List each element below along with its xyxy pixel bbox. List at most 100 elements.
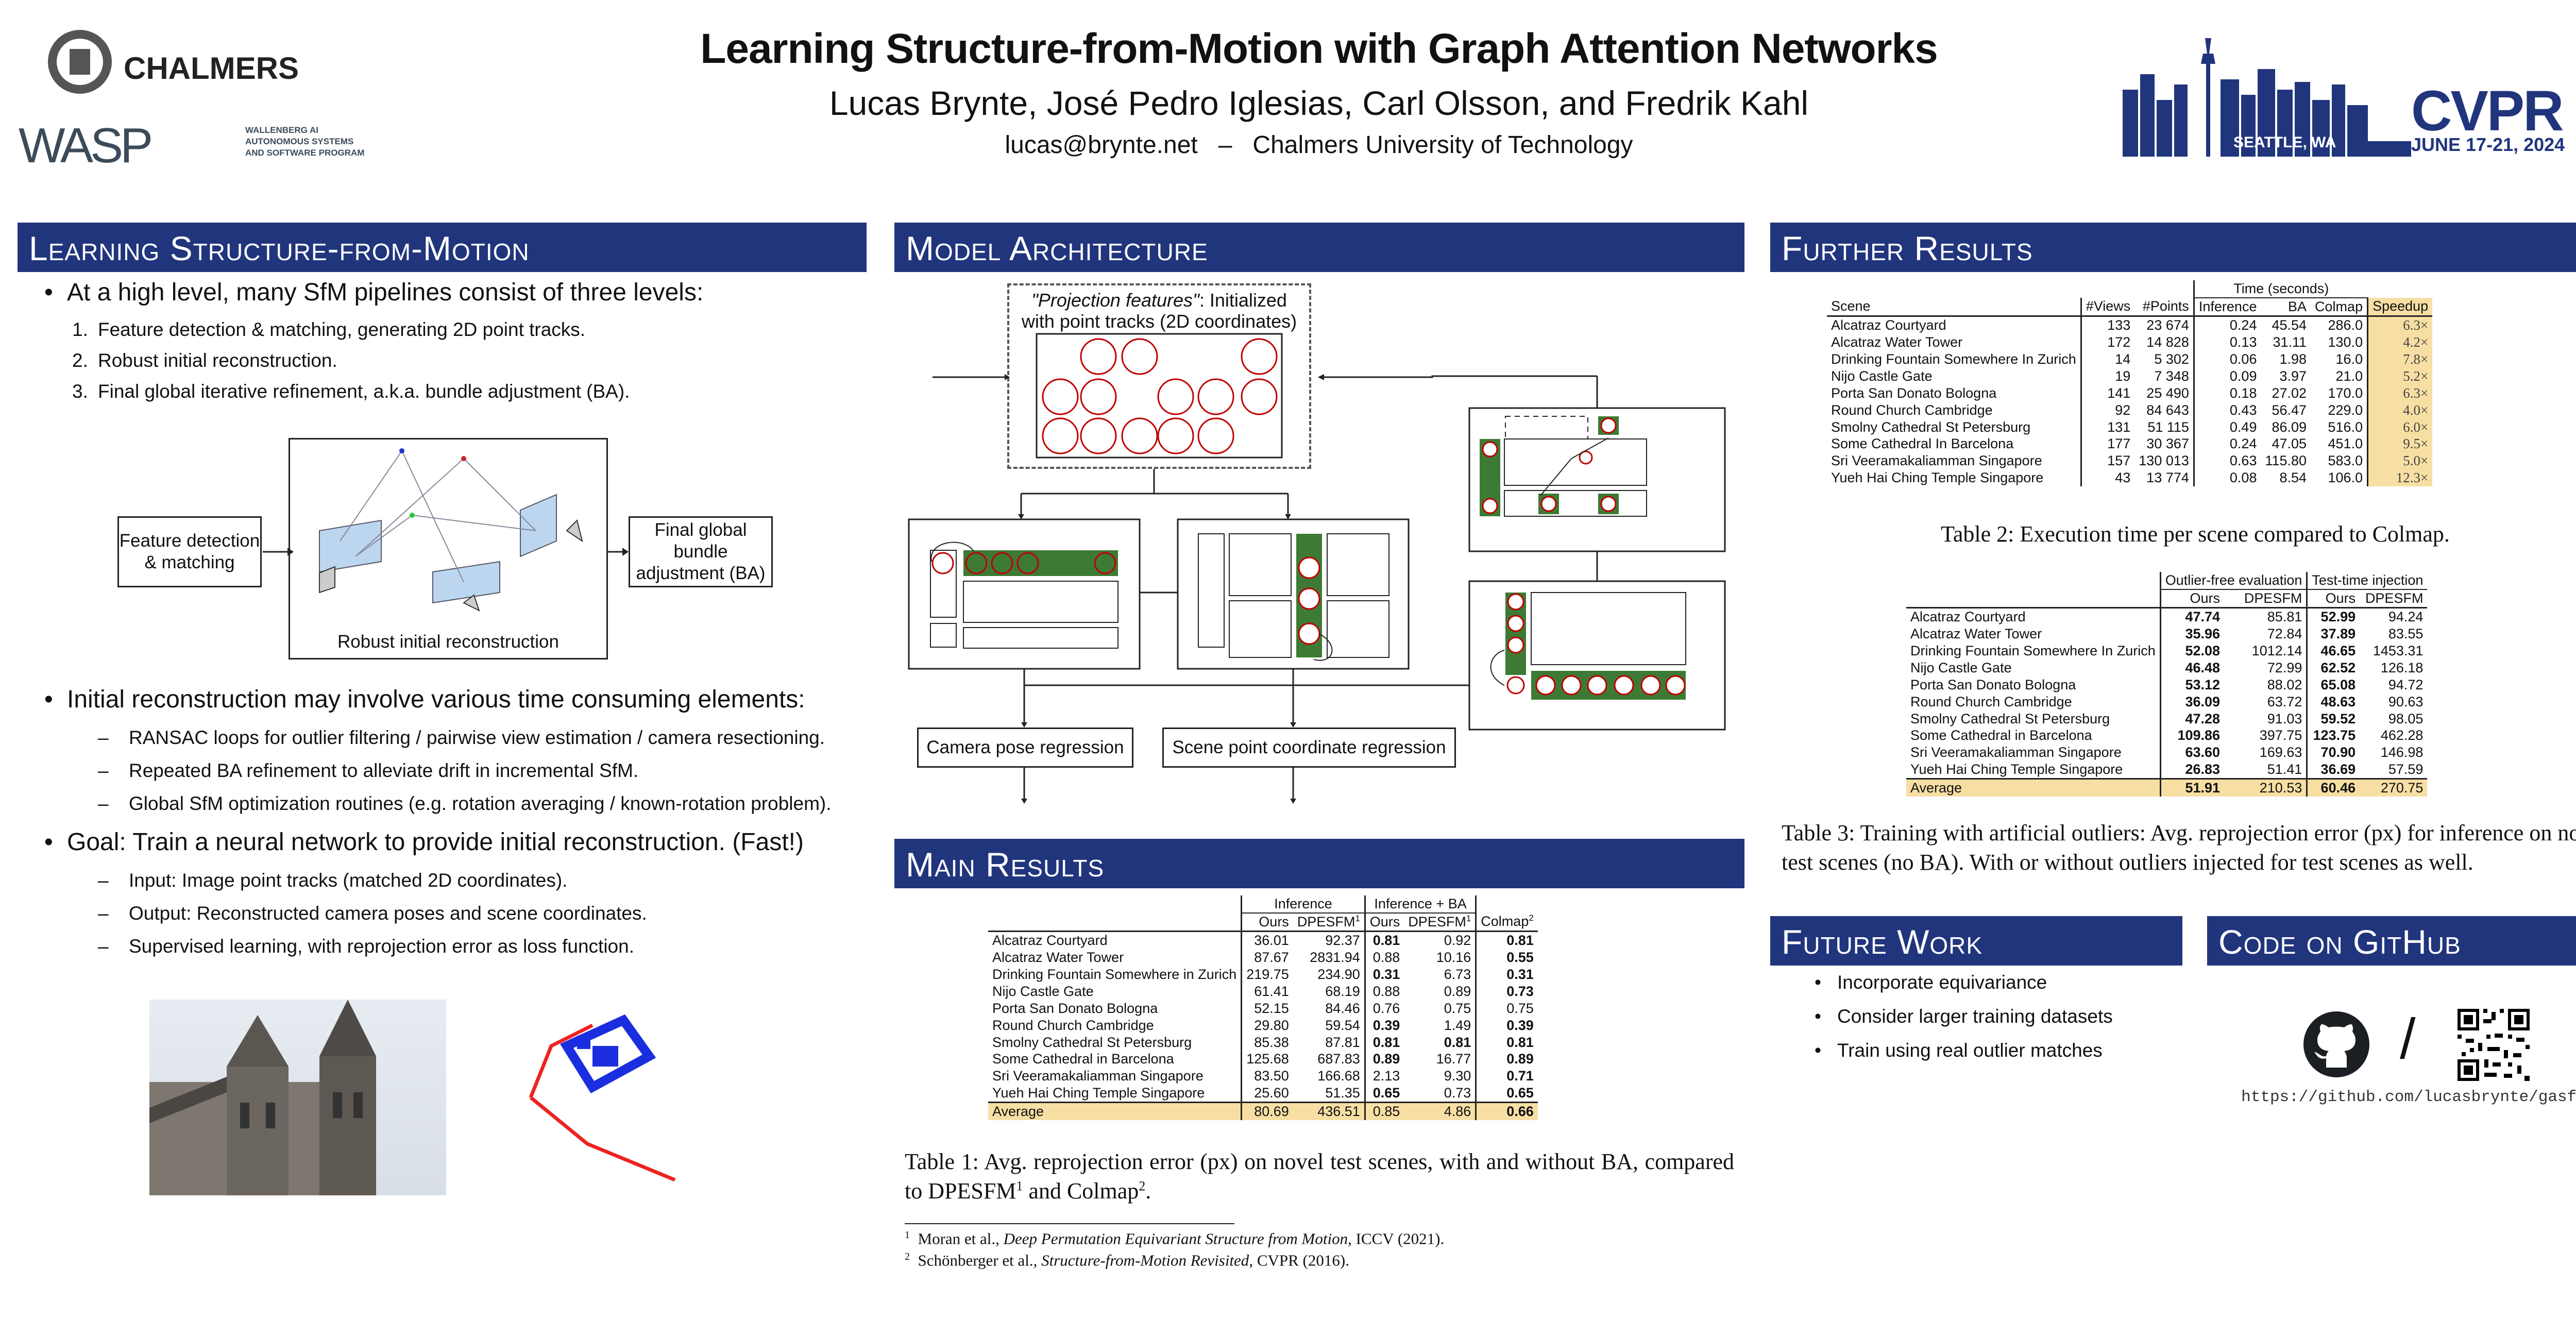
t2-cell: 0.63 [2193,452,2261,470]
t1-cell: 6.73 [1444,966,1471,982]
t2-cell: 583.0 [2328,453,2363,469]
t3-cell: 46.48 [2159,659,2225,677]
t2-cell: 7 348 [2154,368,2189,384]
t1-cell: 125.68 [1241,1051,1293,1068]
t2-col-points: #Points [2142,298,2189,314]
t1-cell: 59.54 [1325,1017,1360,1033]
t2-cell: 25 490 [2146,385,2189,401]
t2-cell: 43 [2080,469,2135,487]
wasp-sub-3: AND SOFTWARE PROGRAM [245,148,365,158]
t3-cell: 36.69 [2306,761,2360,779]
t2-col-scene: Scene [1831,298,1871,314]
t1-scene: Some Cathedral in Barcelona [992,1051,1174,1067]
projection-features-box [1007,283,1311,469]
attention-network-diagram-icon [908,333,1726,804]
t2-cell: 0.43 [2193,401,2261,419]
t3-cell: 397.75 [2259,728,2302,743]
t2-col-inference: Inference [2193,297,2261,316]
t1-cell: 0.89 [1364,1051,1404,1068]
wasp-logo-text: WASP [19,118,153,173]
t3-cell: 462.28 [2380,728,2424,743]
t1-col-dpesfm-ba: DPESFM1 [1404,912,1476,932]
t1-cell: 92.37 [1293,930,1365,949]
t1-cell: 68.19 [1325,983,1360,999]
t1-scene: Yueh Hai Ching Temple Singapore [992,1085,1205,1101]
t3-cell: 94.24 [2360,606,2428,625]
t2-cell: 451.0 [2328,436,2363,452]
initial-reconstruction-caption: Robust initial reconstruction [337,632,559,652]
t2-cell: 21.0 [2335,368,2363,384]
t3-cell: 90.63 [2388,694,2424,709]
t1-cell: 87.67 [1241,949,1293,966]
t2-scene: Drinking Fountain Somewhere In Zurich [1831,351,2076,367]
step-2: 2.Robust initial reconstruction. [72,350,337,371]
t3-cell: 1012.14 [2251,642,2302,658]
t1-cell: 29.80 [1241,1017,1293,1034]
table-2-caption: Table 2: Execution time per scene compar… [1941,521,2450,547]
t1-col-dpesfm: DPESFM1 [1293,912,1365,932]
t2-cell: 27.02 [2272,385,2307,401]
t3-scene: Yueh Hai Ching Temple Singapore [1910,762,2123,777]
section-header-future-work: Future Work [1770,916,2182,966]
t1-cell: 0.81 [1444,1034,1471,1050]
wasp-logo: WASP WALLENBERG AI AUTONOMOUS SYSTEMS AN… [19,117,379,174]
wasp-sub-2: AUTONOMOUS SYSTEMS [245,137,354,147]
t1-scene: Nijo Castle Gate [992,983,1094,999]
t3-col-dpesfm-2: DPESFM [2365,590,2424,606]
element-global-sfm: Global SfM optimization routines (e.g. r… [98,793,866,815]
t1-scene: Round Church Cambridge [992,1017,1154,1033]
poster-authors: Lucas Brynte, José Pedro Iglesias, Carl … [829,84,1809,122]
t1-cell: 0.31 [1475,966,1538,983]
t2-cell: 133 [2080,316,2135,334]
qr-code[interactable] [2458,1009,2530,1081]
t3-cell: 85.81 [2224,606,2307,625]
t2-cell: 172 [2080,333,2135,351]
t1-cell: 9.30 [1444,1068,1471,1084]
t1-avg-label: Average [988,1102,1242,1121]
t3-cell: 88.02 [2267,677,2302,692]
bullet-three-levels: At a high level, many SfM pipelines cons… [41,278,866,307]
t2-cell: 9.5× [2367,435,2433,453]
t1-scene: Porta San Donato Bologna [992,1000,1158,1016]
bullet-time-consuming: Initial reconstruction may involve vario… [41,685,866,714]
footnote-2: 2 Schönberger et al., Structure-from-Mot… [905,1251,1349,1270]
t1-cell: 0.76 [1364,1000,1404,1017]
final-ba-box: Final global bundle adjustment (BA) [629,516,773,587]
t2-cell: 141 [2080,384,2135,402]
t1-cell: 0.75 [1475,1000,1538,1017]
t1-cell: 1.49 [1444,1017,1471,1033]
t1-scene: Alcatraz Courtyard [988,930,1242,949]
chalmers-logo-text: CHALMERS [124,51,299,86]
github-url-link[interactable]: https://github.com/lucasbrynte/gasfm [2241,1088,2576,1106]
t1-cell: 0.39 [1475,1017,1538,1034]
t1-cell: 2.13 [1364,1068,1404,1085]
t3-cell: 52.08 [2159,642,2225,660]
scene-point-regression-box: Scene point coordinate regression [1162,728,1456,768]
t3-col-ours: Ours [2159,589,2225,608]
t2-cell: 0.06 [2193,350,2261,368]
t2-scene: Alcatraz Courtyard [1831,317,1946,333]
learning-content: At a high level, many SfM pipelines cons… [41,278,866,402]
t2-cell: 8.54 [2279,470,2307,486]
t1-col-ours: Ours [1241,912,1293,932]
t1-cell: 87.81 [1325,1034,1360,1050]
cvpr-logo: SEATTLE, WA CVPR JUNE 17-21, 2024 [2123,33,2576,167]
t2-col-views: #Views [2080,297,2135,316]
t3-scene: Sri Veeramakaliamman Singapore [1910,745,2122,760]
t2-scene: Porta San Donato Bologna [1831,385,1997,401]
t3-scene: Alcatraz Water Tower [1910,625,2042,641]
t2-cell: 0.24 [2193,435,2261,453]
t3-scene: Nijo Castle Gate [1910,660,2012,675]
t2-cell: 19 [2080,367,2135,385]
t1-cell: 52.15 [1241,1000,1293,1017]
github-icon[interactable] [2303,1011,2370,1078]
t2-cell: 286.0 [2328,317,2363,333]
t3-cell: 169.63 [2259,745,2302,760]
